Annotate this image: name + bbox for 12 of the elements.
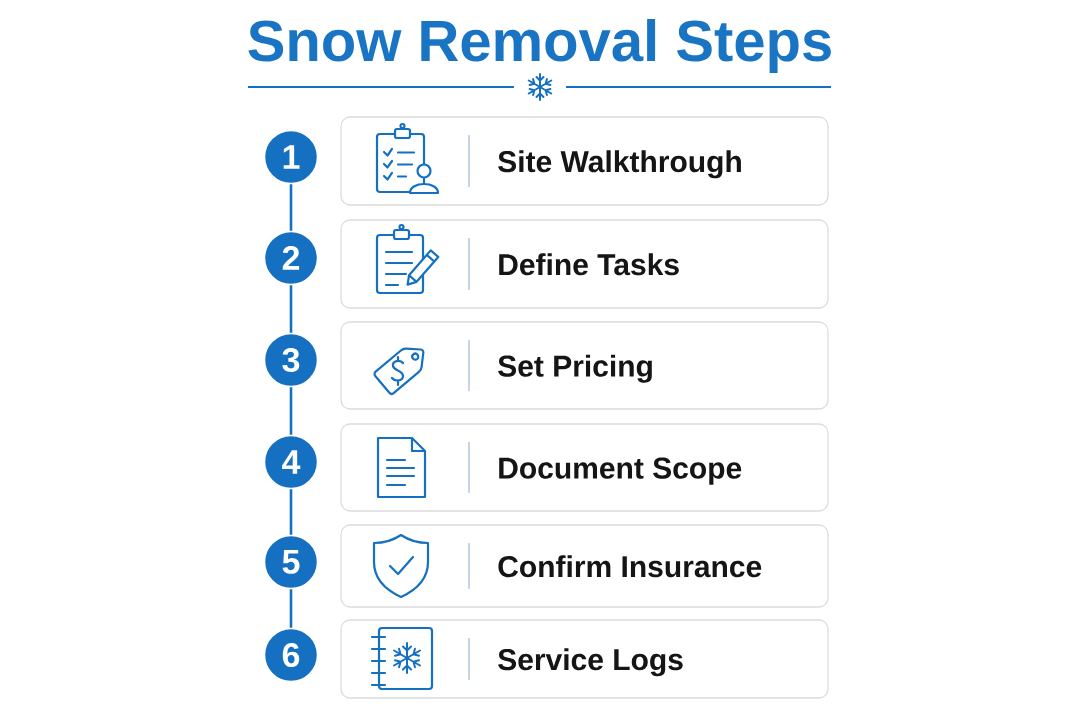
step-card: Site Walkthrough (340, 116, 829, 206)
step-card: Confirm Insurance (340, 524, 829, 608)
connector-line (289, 589, 293, 628)
connector-line (289, 489, 293, 535)
step-card: Define Tasks (340, 219, 829, 309)
connector-line (289, 285, 293, 333)
title: Snow Removal Steps (248, 18, 831, 74)
connector-line (289, 184, 293, 231)
step-card: Document Scope (340, 423, 829, 512)
connector-line (289, 387, 293, 435)
step-card: Service Logs (340, 619, 829, 699)
step-card: Set Pricing (340, 321, 829, 410)
